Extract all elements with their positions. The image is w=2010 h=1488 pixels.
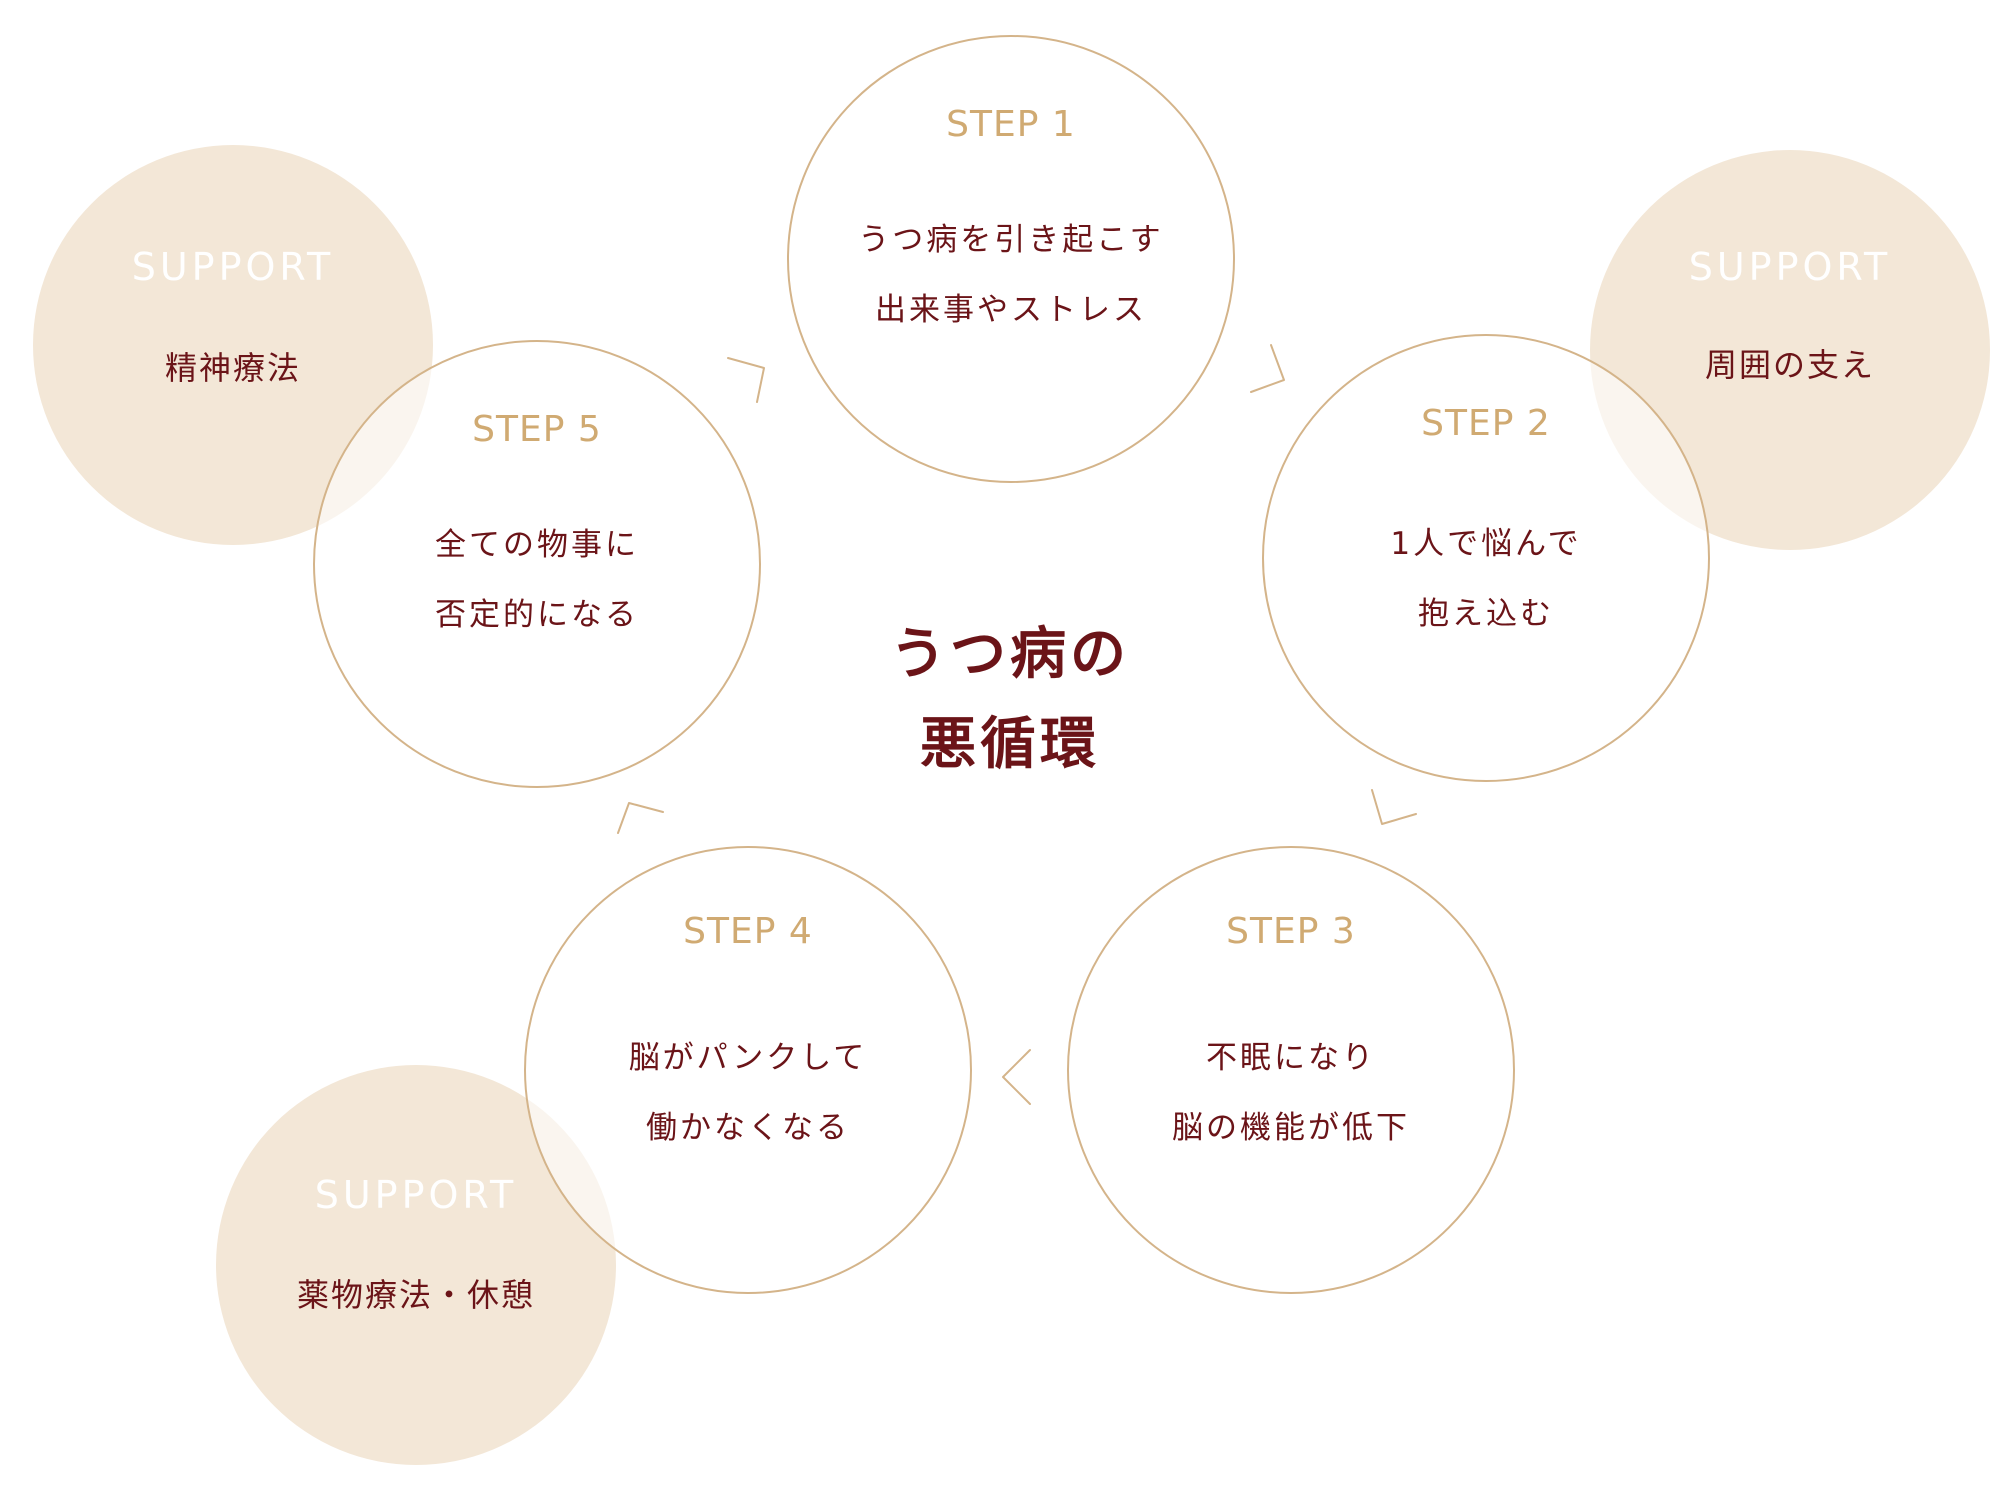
step-text-line2: 抱え込む bbox=[1418, 596, 1554, 632]
step-label: STEP 5 bbox=[472, 409, 602, 450]
support-label: SUPPORT bbox=[1688, 245, 1892, 289]
arrow-chevron-5-to-1 bbox=[727, 357, 765, 403]
support-label: SUPPORT bbox=[131, 245, 335, 289]
step-text-line2: 出来事やストレス bbox=[875, 292, 1147, 328]
support-text: 周囲の支え bbox=[1704, 346, 1875, 384]
step-circle-4: STEP 4 脳がパンクして 働かなくなる bbox=[524, 846, 972, 1294]
center-title: うつ病の 悪循環 bbox=[860, 610, 1160, 790]
step-circle-1: STEP 1 うつ病を引き起こす 出来事やストレス bbox=[787, 35, 1235, 483]
step-text-line2: 働かなくなる bbox=[646, 1110, 850, 1146]
arrow-chevron-2-to-3 bbox=[1371, 789, 1417, 825]
step-label: STEP 4 bbox=[683, 911, 813, 952]
support-text: 薬物療法・休憩 bbox=[296, 1276, 535, 1314]
step-text-line1: うつ病を引き起こす bbox=[858, 222, 1164, 258]
center-title-line1: うつ病の bbox=[890, 622, 1130, 687]
step-text-line1: 脳がパンクして bbox=[628, 1040, 868, 1076]
step-text-line2: 脳の機能が低下 bbox=[1172, 1110, 1410, 1146]
step-text-line1: 1人で悩んで bbox=[1390, 526, 1582, 562]
support-text: 精神療法 bbox=[164, 349, 301, 387]
step-label: STEP 1 bbox=[946, 104, 1076, 145]
arrow-chevron-3-to-4 bbox=[1002, 1049, 1031, 1105]
step-circle-5: STEP 5 全ての物事に 否定的になる bbox=[313, 340, 761, 788]
step-text-line1: 全ての物事に bbox=[435, 527, 639, 563]
step-label: STEP 2 bbox=[1421, 403, 1551, 444]
arrow-chevron-4-to-5 bbox=[617, 802, 664, 834]
step-label: STEP 3 bbox=[1226, 911, 1356, 952]
step-circle-2: STEP 2 1人で悩んで 抱え込む bbox=[1262, 334, 1710, 782]
support-circle-psychotherapy: SUPPORT 精神療法 bbox=[33, 145, 433, 545]
center-title-line2: 悪循環 bbox=[920, 712, 1100, 777]
arrow-chevron-1-to-2 bbox=[1250, 344, 1285, 393]
step-text-line1: 不眠になり bbox=[1206, 1040, 1376, 1076]
support-label: SUPPORT bbox=[314, 1173, 518, 1217]
step-text-line2: 否定的になる bbox=[435, 597, 639, 633]
step-circle-3: STEP 3 不眠になり 脳の機能が低下 bbox=[1067, 846, 1515, 1294]
